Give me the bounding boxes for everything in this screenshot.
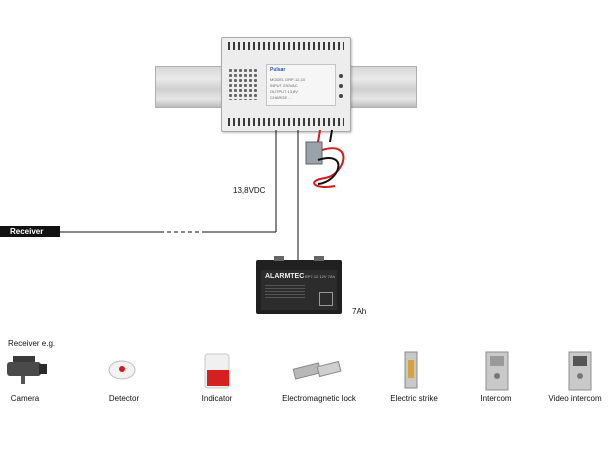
intercom-icon: [485, 351, 509, 391]
device-label-intercom: Intercom: [480, 394, 512, 403]
recycle-icon: [319, 292, 333, 306]
receiver-label: Receiver: [0, 226, 60, 237]
psu-label-line: OUTPUT 13,8V: [270, 89, 298, 94]
device-label-video-intercom: Video intercom: [548, 394, 602, 403]
battery-capacity-label: 7Ah: [352, 307, 367, 316]
battery: ALARMTEC BP7-12 12V 7Ah: [256, 256, 342, 314]
bottom-vent-slots: [228, 118, 344, 126]
psu-label-card: Pulsar MODEL DRP-12-10 INPUT 230VAC OUTP…: [266, 64, 336, 106]
battery-label-area: ALARMTEC BP7-12 12V 7Ah: [261, 270, 337, 310]
black-lead-top: [329, 129, 333, 143]
vent-holes: [228, 68, 258, 100]
red-lead: [313, 147, 345, 188]
led-indicator: [339, 74, 343, 78]
black-lead: [317, 157, 340, 185]
voltage-label: 13,8VDC: [233, 186, 266, 195]
psu-brand: Pulsar: [270, 67, 286, 73]
detector-icon: [108, 360, 136, 380]
battery-terminal: [274, 256, 284, 261]
led-indicator: [339, 84, 343, 88]
indicator-icon: [204, 353, 230, 389]
psu-label-line: CHARGE ...: [270, 95, 292, 100]
device-label-detector: Detector: [108, 394, 140, 403]
battery-model: BP7-12 12V 7Ah: [305, 274, 335, 279]
device-label-electromagnetic-lock: Electromagnetic lock: [282, 394, 356, 403]
battery-fine-print: [265, 285, 305, 299]
camera-icon: [7, 356, 47, 384]
electric-strike-icon: [404, 351, 418, 389]
top-vent-slots: [228, 42, 344, 50]
psu-label-line: INPUT 230VAC: [270, 83, 298, 88]
battery-terminal: [314, 256, 324, 261]
led-indicator: [339, 94, 343, 98]
video-intercom-icon: [568, 351, 592, 391]
device-label-camera: Camera: [10, 394, 40, 403]
electromagnetic-lock-icon: [292, 360, 342, 380]
psu-label-line: MODEL DRP-12-10: [270, 77, 306, 82]
devices-heading: Receiver e.g.: [8, 339, 56, 348]
battery-connector: [305, 141, 323, 165]
red-lead-top: [317, 129, 321, 143]
device-label-electric-strike: Electric strike: [390, 394, 438, 403]
device-label-indicator: Indicator: [201, 394, 233, 403]
battery-brand: ALARMTEC: [265, 273, 305, 280]
power-supply-module: Pulsar MODEL DRP-12-10 INPUT 230VAC OUTP…: [221, 37, 351, 132]
